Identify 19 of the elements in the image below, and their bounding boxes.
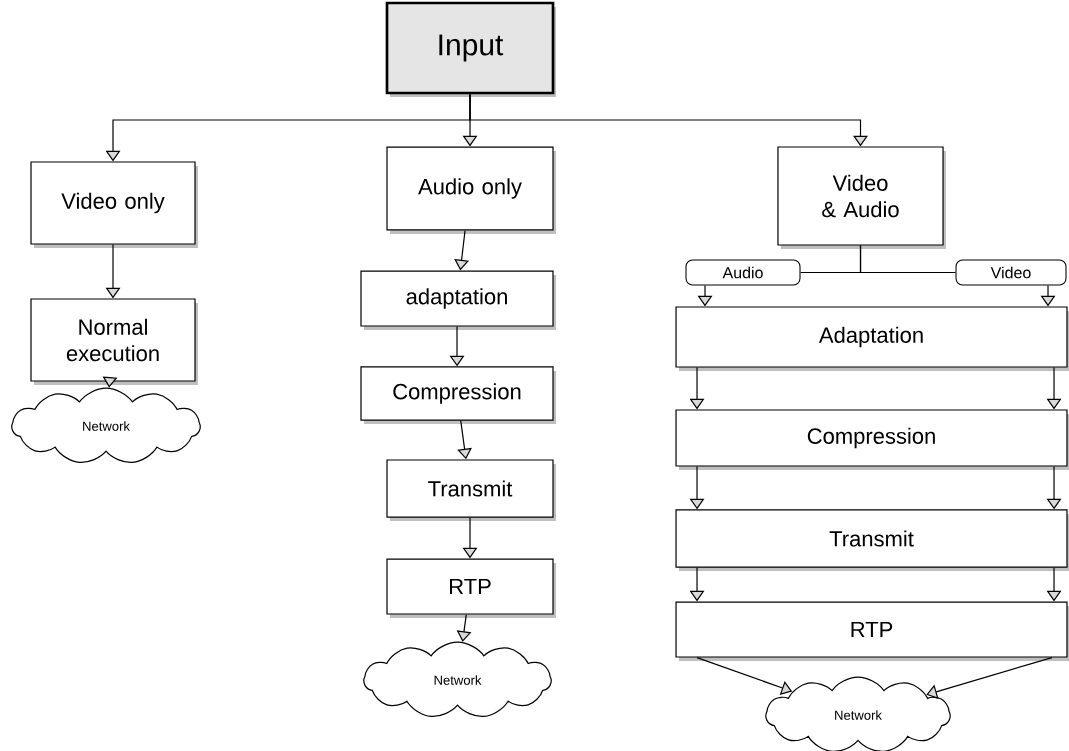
tag-box: Audio [685,259,801,286]
process-box: Adaptation [675,306,1069,371]
process-box: Normal execution [30,298,198,385]
cloud: Network [363,641,552,717]
cloud: Network [11,387,201,464]
process-box: Compression [675,409,1069,470]
process-box: Input [385,1,556,97]
process-box: Video & Audio [777,146,946,249]
cloud: Network [765,676,951,751]
process-box: Transmit [675,509,1069,571]
process-box: RTP [675,601,1069,661]
process-box: RTP [386,558,556,618]
process-box: Audio only [386,146,556,234]
process-box: Transmit [386,459,556,521]
tag-box: Video [955,259,1067,286]
arrow [926,657,1053,699]
process-box: Compression [360,366,556,424]
process-box: adaptation [360,270,556,330]
process-box: Video only [30,161,198,248]
